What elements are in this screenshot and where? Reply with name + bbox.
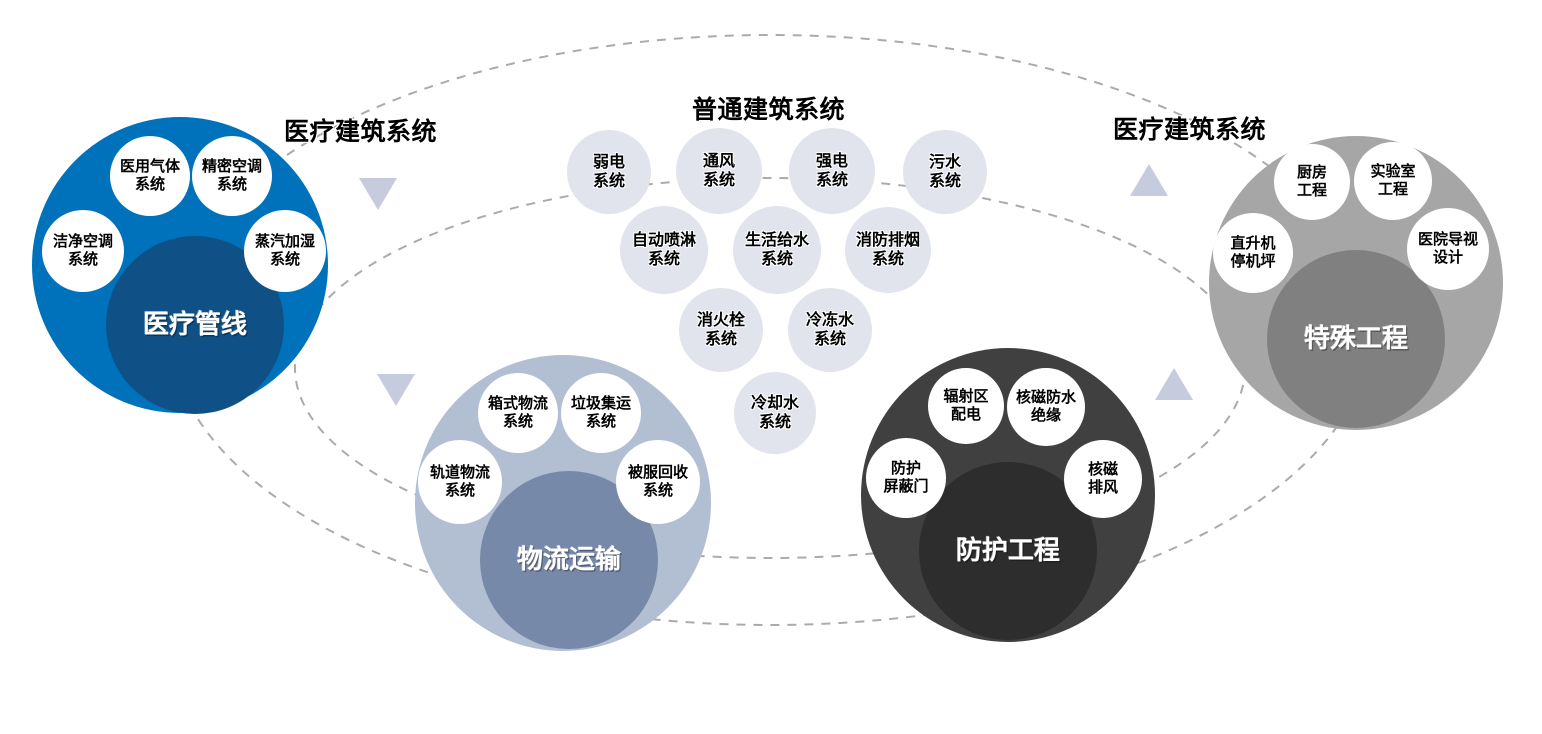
satellite-bubble[interactable]: 轨道物流 系统 — [418, 440, 502, 524]
cluster-core[interactable]: 防护工程 — [919, 462, 1097, 640]
center-bubble[interactable]: 自动喷淋 系统 — [620, 206, 708, 294]
satellite-bubble[interactable]: 医院导视 设计 — [1407, 208, 1489, 290]
arrow-marker-top-left-icon — [359, 178, 397, 210]
center-bubble-label: 冷却水 系统 — [750, 394, 799, 431]
satellite-label: 医院导视 设计 — [1417, 231, 1478, 266]
section-title-center: 普通建筑系统 — [692, 96, 846, 124]
satellite-bubble[interactable]: 精密空调 系统 — [192, 136, 272, 216]
satellite-label: 直升机 停机坪 — [1230, 235, 1276, 270]
arrow-marker-bottom-right-icon — [1155, 368, 1193, 400]
satellite-label: 被服回收 系统 — [627, 464, 688, 499]
satellite-label: 辐射区 配电 — [943, 388, 989, 423]
center-bubble[interactable]: 污水 系统 — [903, 130, 987, 214]
center-bubble-label: 通风 系统 — [702, 152, 735, 189]
center-bubble[interactable]: 消火栓 系统 — [679, 288, 763, 372]
center-bubble[interactable]: 生活给水 系统 — [733, 206, 821, 294]
satellite-label: 防护 屏蔽门 — [883, 460, 929, 495]
arrow-marker-bottom-left-icon — [377, 374, 415, 406]
satellite-label: 核磁 排风 — [1087, 461, 1118, 496]
satellite-label: 医用气体 系统 — [119, 158, 180, 193]
satellite-bubble[interactable]: 垃圾集运 系统 — [561, 373, 641, 453]
center-bubble[interactable]: 弱电 系统 — [567, 130, 651, 214]
arrow-marker-top-right-icon — [1130, 164, 1168, 196]
cluster-core-label: 物流运输 — [516, 544, 621, 575]
center-bubble[interactable]: 消防排烟 系统 — [845, 207, 931, 293]
satellite-label: 厨房 工程 — [1296, 164, 1327, 199]
satellite-bubble[interactable]: 医用气体 系统 — [110, 136, 190, 216]
satellite-bubble[interactable]: 洁净空调 系统 — [42, 210, 124, 292]
satellite-bubble[interactable]: 核磁 排风 — [1064, 440, 1142, 518]
center-bubble-label: 冷冻水 系统 — [805, 311, 854, 348]
satellite-bubble[interactable]: 辐射区 配电 — [928, 368, 1004, 444]
satellite-bubble[interactable]: 防护 屏蔽门 — [866, 438, 946, 518]
cluster-core-label: 医疗管线 — [142, 309, 247, 340]
satellite-label: 垃圾集运 系统 — [570, 395, 631, 430]
satellite-label: 轨道物流 系统 — [429, 464, 490, 499]
cluster-core[interactable]: 物流运输 — [480, 471, 658, 649]
satellite-bubble[interactable]: 被服回收 系统 — [616, 440, 700, 524]
satellite-label: 蒸汽加湿 系统 — [254, 233, 315, 268]
satellite-label: 洁净空调 系统 — [52, 233, 113, 268]
center-bubble[interactable]: 冷冻水 系统 — [788, 288, 872, 372]
satellite-label: 精密空调 系统 — [201, 158, 262, 193]
cluster-core-label: 特殊工程 — [1303, 323, 1408, 354]
satellite-label: 实验室 工程 — [1370, 163, 1416, 198]
center-bubble-label: 自动喷淋 系统 — [631, 231, 696, 268]
center-bubble-label: 弱电 系统 — [592, 153, 625, 190]
cluster-core[interactable]: 特殊工程 — [1267, 250, 1445, 428]
center-bubble-label: 消防排烟 系统 — [855, 231, 920, 268]
section-title-left: 医疗建筑系统 — [284, 118, 438, 146]
satellite-bubble[interactable]: 厨房 工程 — [1274, 144, 1350, 220]
center-bubble[interactable]: 冷却水 系统 — [734, 372, 816, 454]
center-bubble[interactable]: 强电 系统 — [789, 128, 875, 214]
satellite-label: 箱式物流 系统 — [487, 395, 548, 430]
center-bubble-label: 生活给水 系统 — [744, 231, 809, 268]
satellite-bubble[interactable]: 直升机 停机坪 — [1213, 213, 1293, 293]
satellite-bubble[interactable]: 蒸汽加湿 系统 — [244, 210, 326, 292]
satellite-bubble[interactable]: 核磁防水 绝缘 — [1007, 368, 1085, 446]
center-bubble-label: 强电 系统 — [815, 152, 848, 189]
cluster-core-label: 防护工程 — [955, 535, 1060, 566]
satellite-label: 核磁防水 绝缘 — [1015, 389, 1076, 424]
center-bubble-label: 污水 系统 — [928, 153, 961, 190]
satellite-bubble[interactable]: 箱式物流 系统 — [478, 373, 558, 453]
center-bubble[interactable]: 通风 系统 — [676, 128, 762, 214]
section-title-right: 医疗建筑系统 — [1113, 116, 1267, 144]
satellite-bubble[interactable]: 实验室 工程 — [1354, 142, 1432, 220]
center-bubble-label: 消火栓 系统 — [696, 311, 745, 348]
